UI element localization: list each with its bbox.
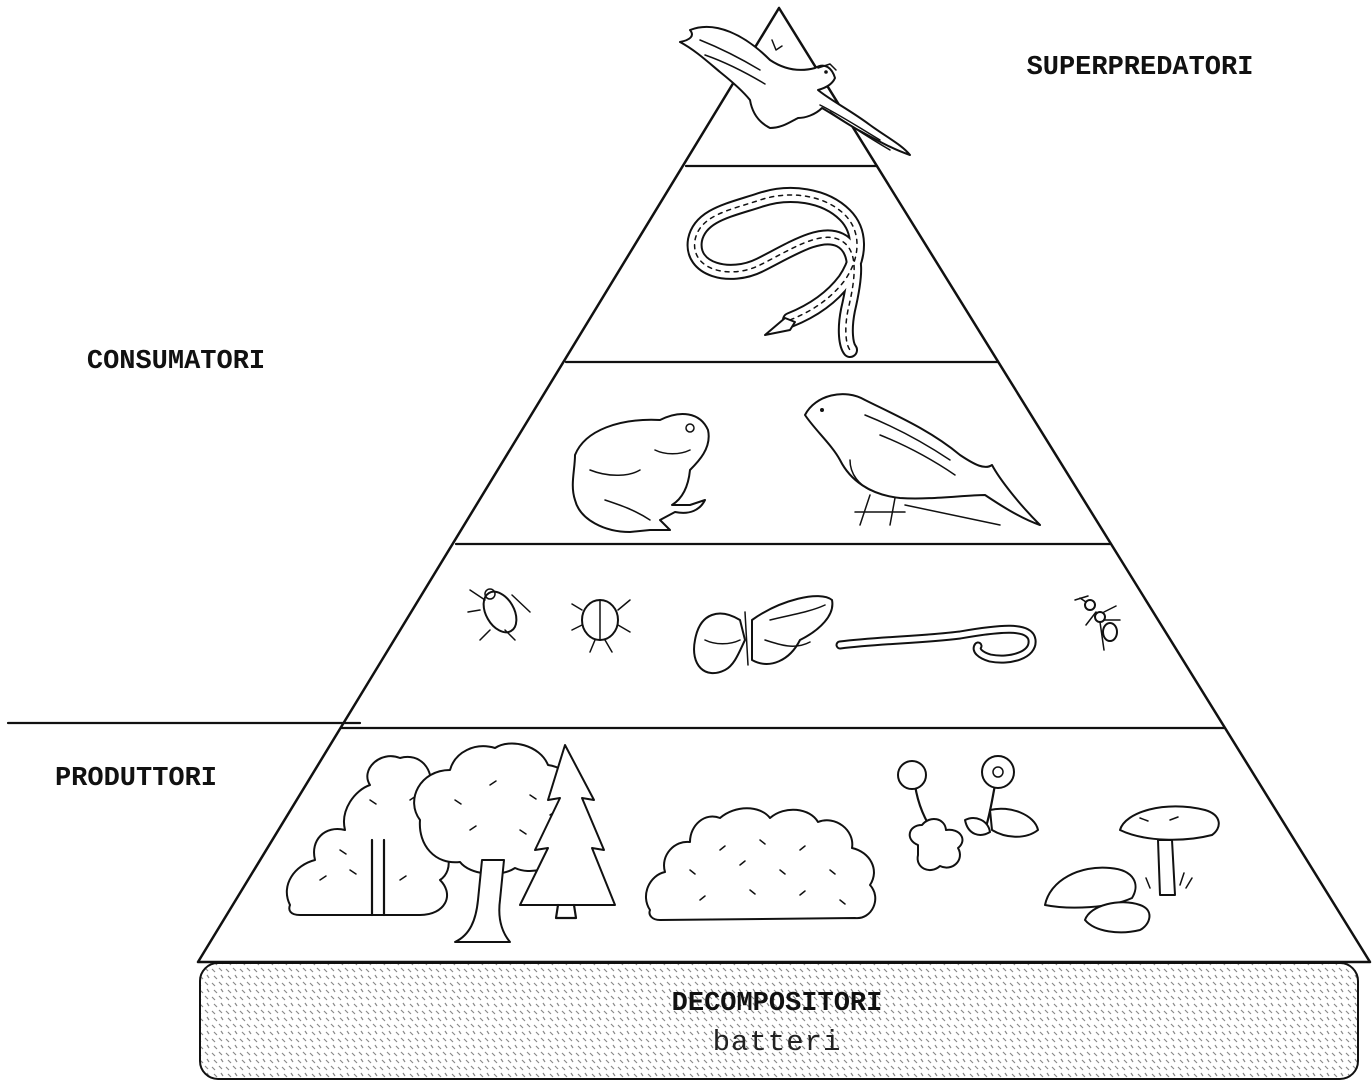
- decomposers-label: DECOMPOSITORI: [672, 989, 883, 1019]
- decomposers-sublabel: batteri: [713, 1026, 842, 1059]
- mushrooms-icon: [1045, 806, 1219, 932]
- beetle-icon: [572, 600, 630, 652]
- eagle-icon: [680, 27, 910, 155]
- snake-icon: [695, 195, 857, 350]
- bush-icon: [646, 808, 875, 920]
- ant-icon: [1075, 596, 1120, 650]
- consumers-label: CONSUMATORI: [87, 347, 265, 377]
- butterfly-icon: [694, 596, 832, 673]
- producers-label: PRODUTTORI: [55, 764, 217, 794]
- sparrow-icon: [805, 394, 1040, 525]
- flowers-icon: [898, 756, 1038, 870]
- decomposers-band: DECOMPOSITORI batteri: [200, 963, 1358, 1079]
- earthworm-icon: [840, 629, 1032, 659]
- superpredators-label: SUPERPREDATORI: [1027, 53, 1254, 83]
- fly-icon: [468, 586, 530, 640]
- frog-icon: [573, 414, 709, 532]
